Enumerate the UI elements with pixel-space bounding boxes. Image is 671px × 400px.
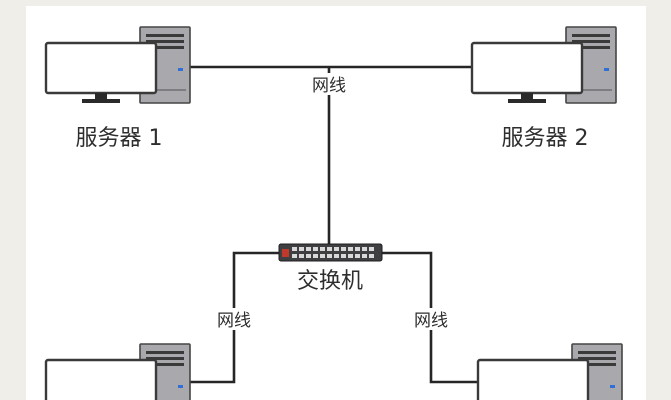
server-1-computer-icon [44, 25, 192, 105]
cable-links [166, 65, 496, 384]
cable-label-right: 网线 [409, 308, 453, 331]
cable-label-top: 网线 [307, 73, 351, 96]
diagram-canvas: 网线 网线 网线 [44, 25, 624, 400]
server-2-label: 服务器 2 [502, 126, 589, 151]
client-right-computer-icon [476, 342, 624, 400]
network-diagram: 网线 网线 网线 [26, 6, 646, 400]
svg-text:网线: 网线 [217, 311, 251, 331]
switch-label: 交换机 [297, 269, 363, 294]
svg-text:网线: 网线 [414, 311, 448, 331]
svg-text:网线: 网线 [312, 76, 346, 96]
server-2-computer-icon [470, 25, 618, 105]
cable-label-left: 网线 [212, 308, 256, 331]
server-1-label: 服务器 1 [76, 126, 163, 151]
network-switch-icon [278, 243, 383, 262]
client-left-computer-icon [44, 342, 192, 400]
